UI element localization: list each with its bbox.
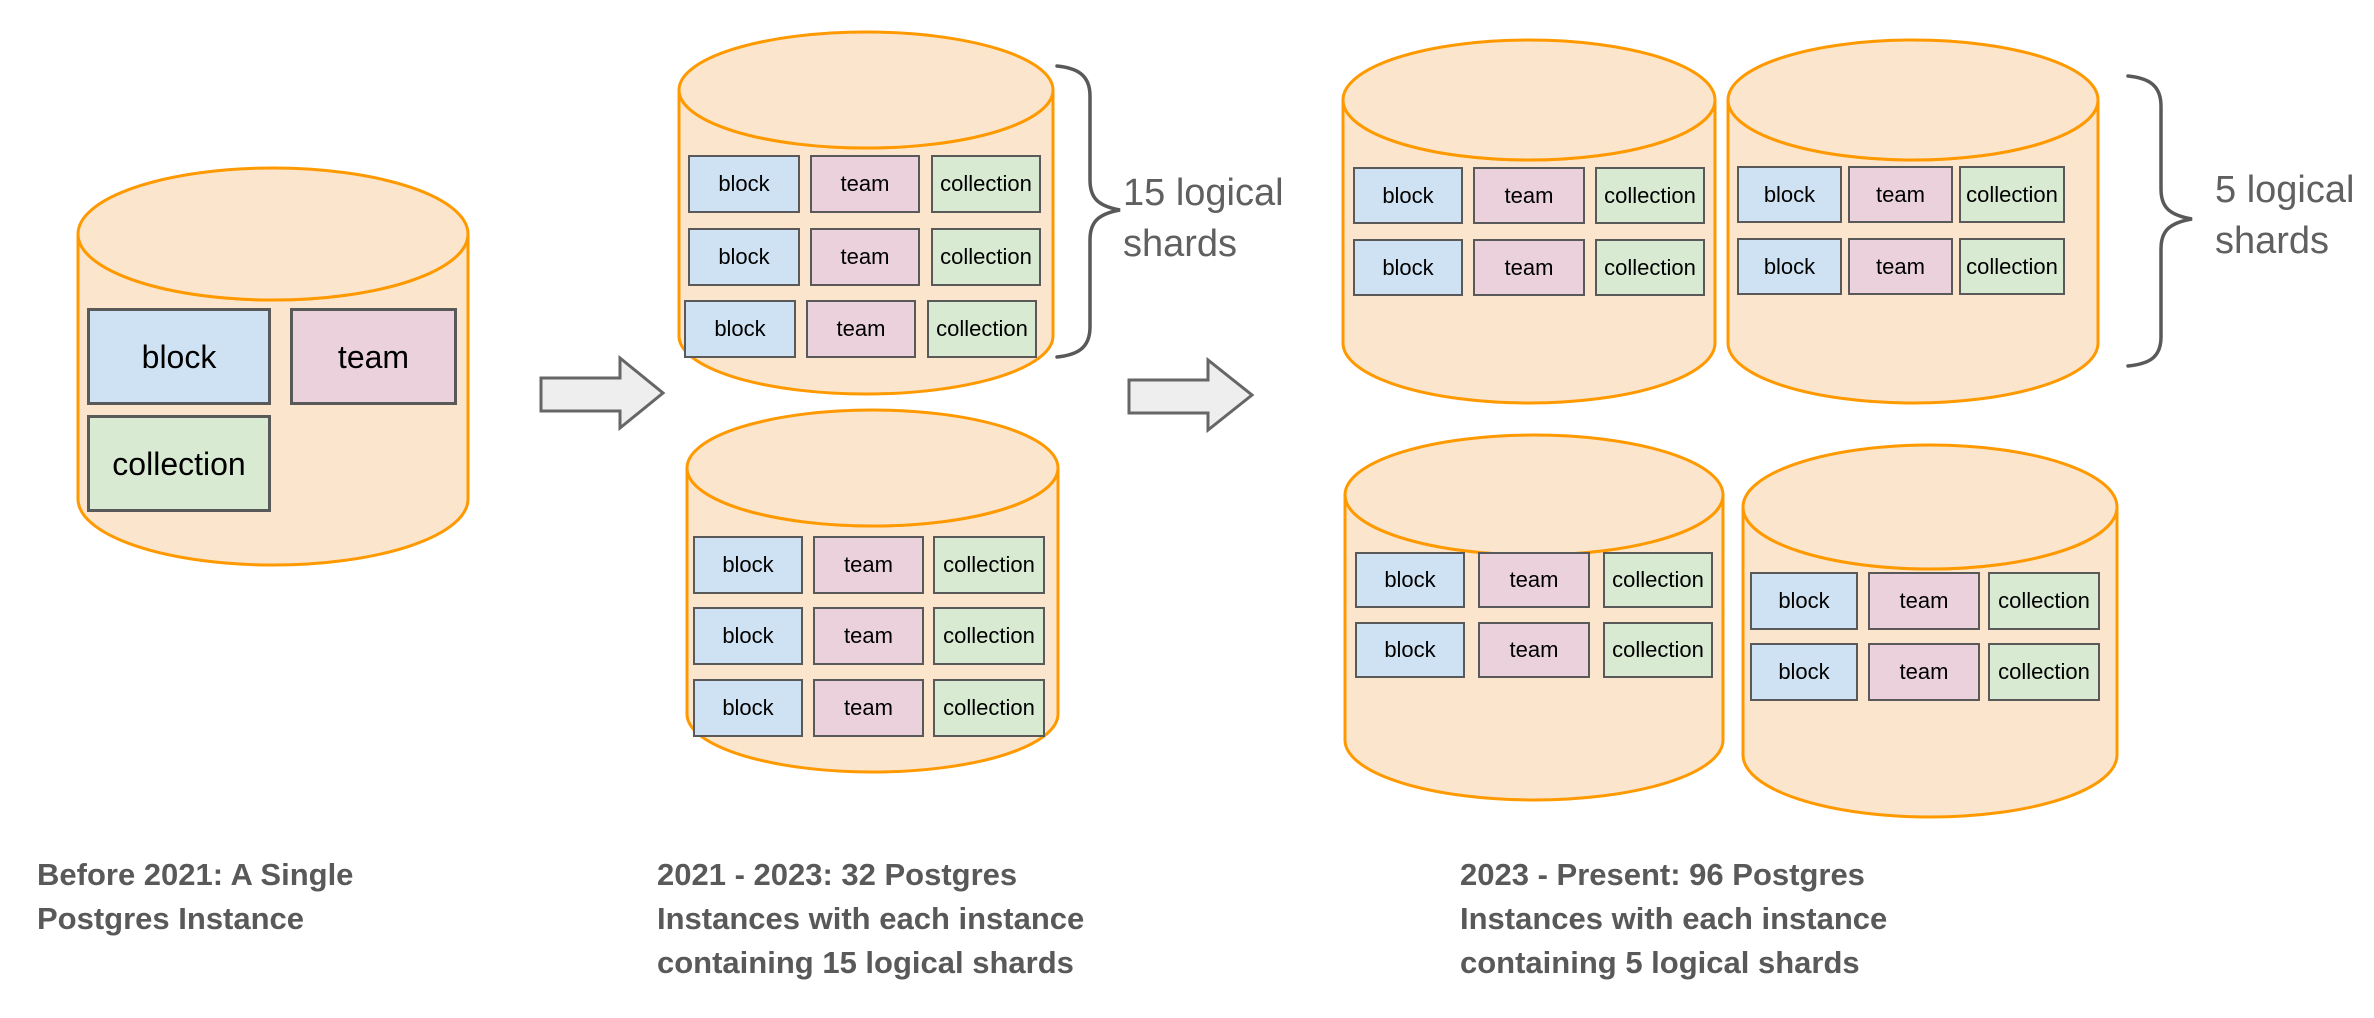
- table-box-team: team: [1868, 643, 1980, 701]
- table-box-collection: collection: [931, 155, 1041, 213]
- transition-arrow: [1127, 356, 1255, 434]
- table-box-collection: collection: [933, 536, 1045, 594]
- table-box-team: team: [1868, 572, 1980, 630]
- table-box-block: block: [1353, 167, 1463, 224]
- table-box-block: block: [684, 300, 796, 358]
- stage-caption: Before 2021: A Single Postgres Instance: [37, 857, 354, 936]
- table-box-team: team: [813, 679, 924, 737]
- table-box-collection: collection: [1988, 572, 2100, 630]
- table-box-collection: collection: [1603, 552, 1713, 608]
- table-box-team: team: [810, 155, 920, 213]
- table-box-team: team: [813, 607, 924, 665]
- table-box-team: team: [813, 536, 924, 594]
- table-box-block: block: [1355, 552, 1465, 608]
- stage-caption: 2023 - Present: 96 Postgres Instances wi…: [1460, 857, 1888, 980]
- table-box-block: block: [688, 155, 800, 213]
- table-box-collection: collection: [87, 415, 271, 512]
- table-box-block: block: [1750, 643, 1858, 701]
- table-box-team: team: [290, 308, 457, 405]
- shard-count-annotation: 15 logical shards: [1123, 172, 1284, 265]
- table-box-block: block: [693, 607, 803, 665]
- table-box-team: team: [1478, 552, 1590, 608]
- table-box-collection: collection: [933, 679, 1045, 737]
- table-box-block: block: [1355, 622, 1465, 678]
- table-box-team: team: [810, 228, 920, 286]
- table-box-block: block: [693, 679, 803, 737]
- stage-caption: 2021 - 2023: 32 Postgres Instances with …: [657, 857, 1085, 980]
- table-box-collection: collection: [1603, 622, 1713, 678]
- transition-arrow: [539, 354, 666, 432]
- table-box-block: block: [87, 308, 271, 405]
- table-box-collection: collection: [1959, 166, 2065, 223]
- curly-brace: [2126, 74, 2193, 368]
- curly-brace: [1055, 64, 1121, 359]
- table-box-team: team: [1473, 239, 1585, 296]
- table-box-team: team: [1473, 167, 1585, 224]
- table-box-team: team: [1478, 622, 1590, 678]
- table-box-team: team: [1848, 166, 1953, 223]
- table-box-team: team: [806, 300, 916, 358]
- table-box-block: block: [1737, 238, 1842, 295]
- table-box-team: team: [1848, 238, 1953, 295]
- table-box-collection: collection: [1595, 239, 1705, 296]
- table-box-block: block: [1737, 166, 1842, 223]
- table-box-block: block: [1750, 572, 1858, 630]
- table-box-collection: collection: [1988, 643, 2100, 701]
- table-box-collection: collection: [931, 228, 1041, 286]
- table-box-collection: collection: [927, 300, 1037, 358]
- table-box-block: block: [688, 228, 800, 286]
- database-cylinder: [1343, 433, 1725, 802]
- table-box-collection: collection: [933, 607, 1045, 665]
- table-box-block: block: [1353, 239, 1463, 296]
- shard-count-annotation: 5 logical shards: [2215, 169, 2355, 262]
- table-box-collection: collection: [1595, 167, 1705, 224]
- table-box-block: block: [693, 536, 803, 594]
- table-box-collection: collection: [1959, 238, 2065, 295]
- database-cylinder: [1741, 443, 2119, 819]
